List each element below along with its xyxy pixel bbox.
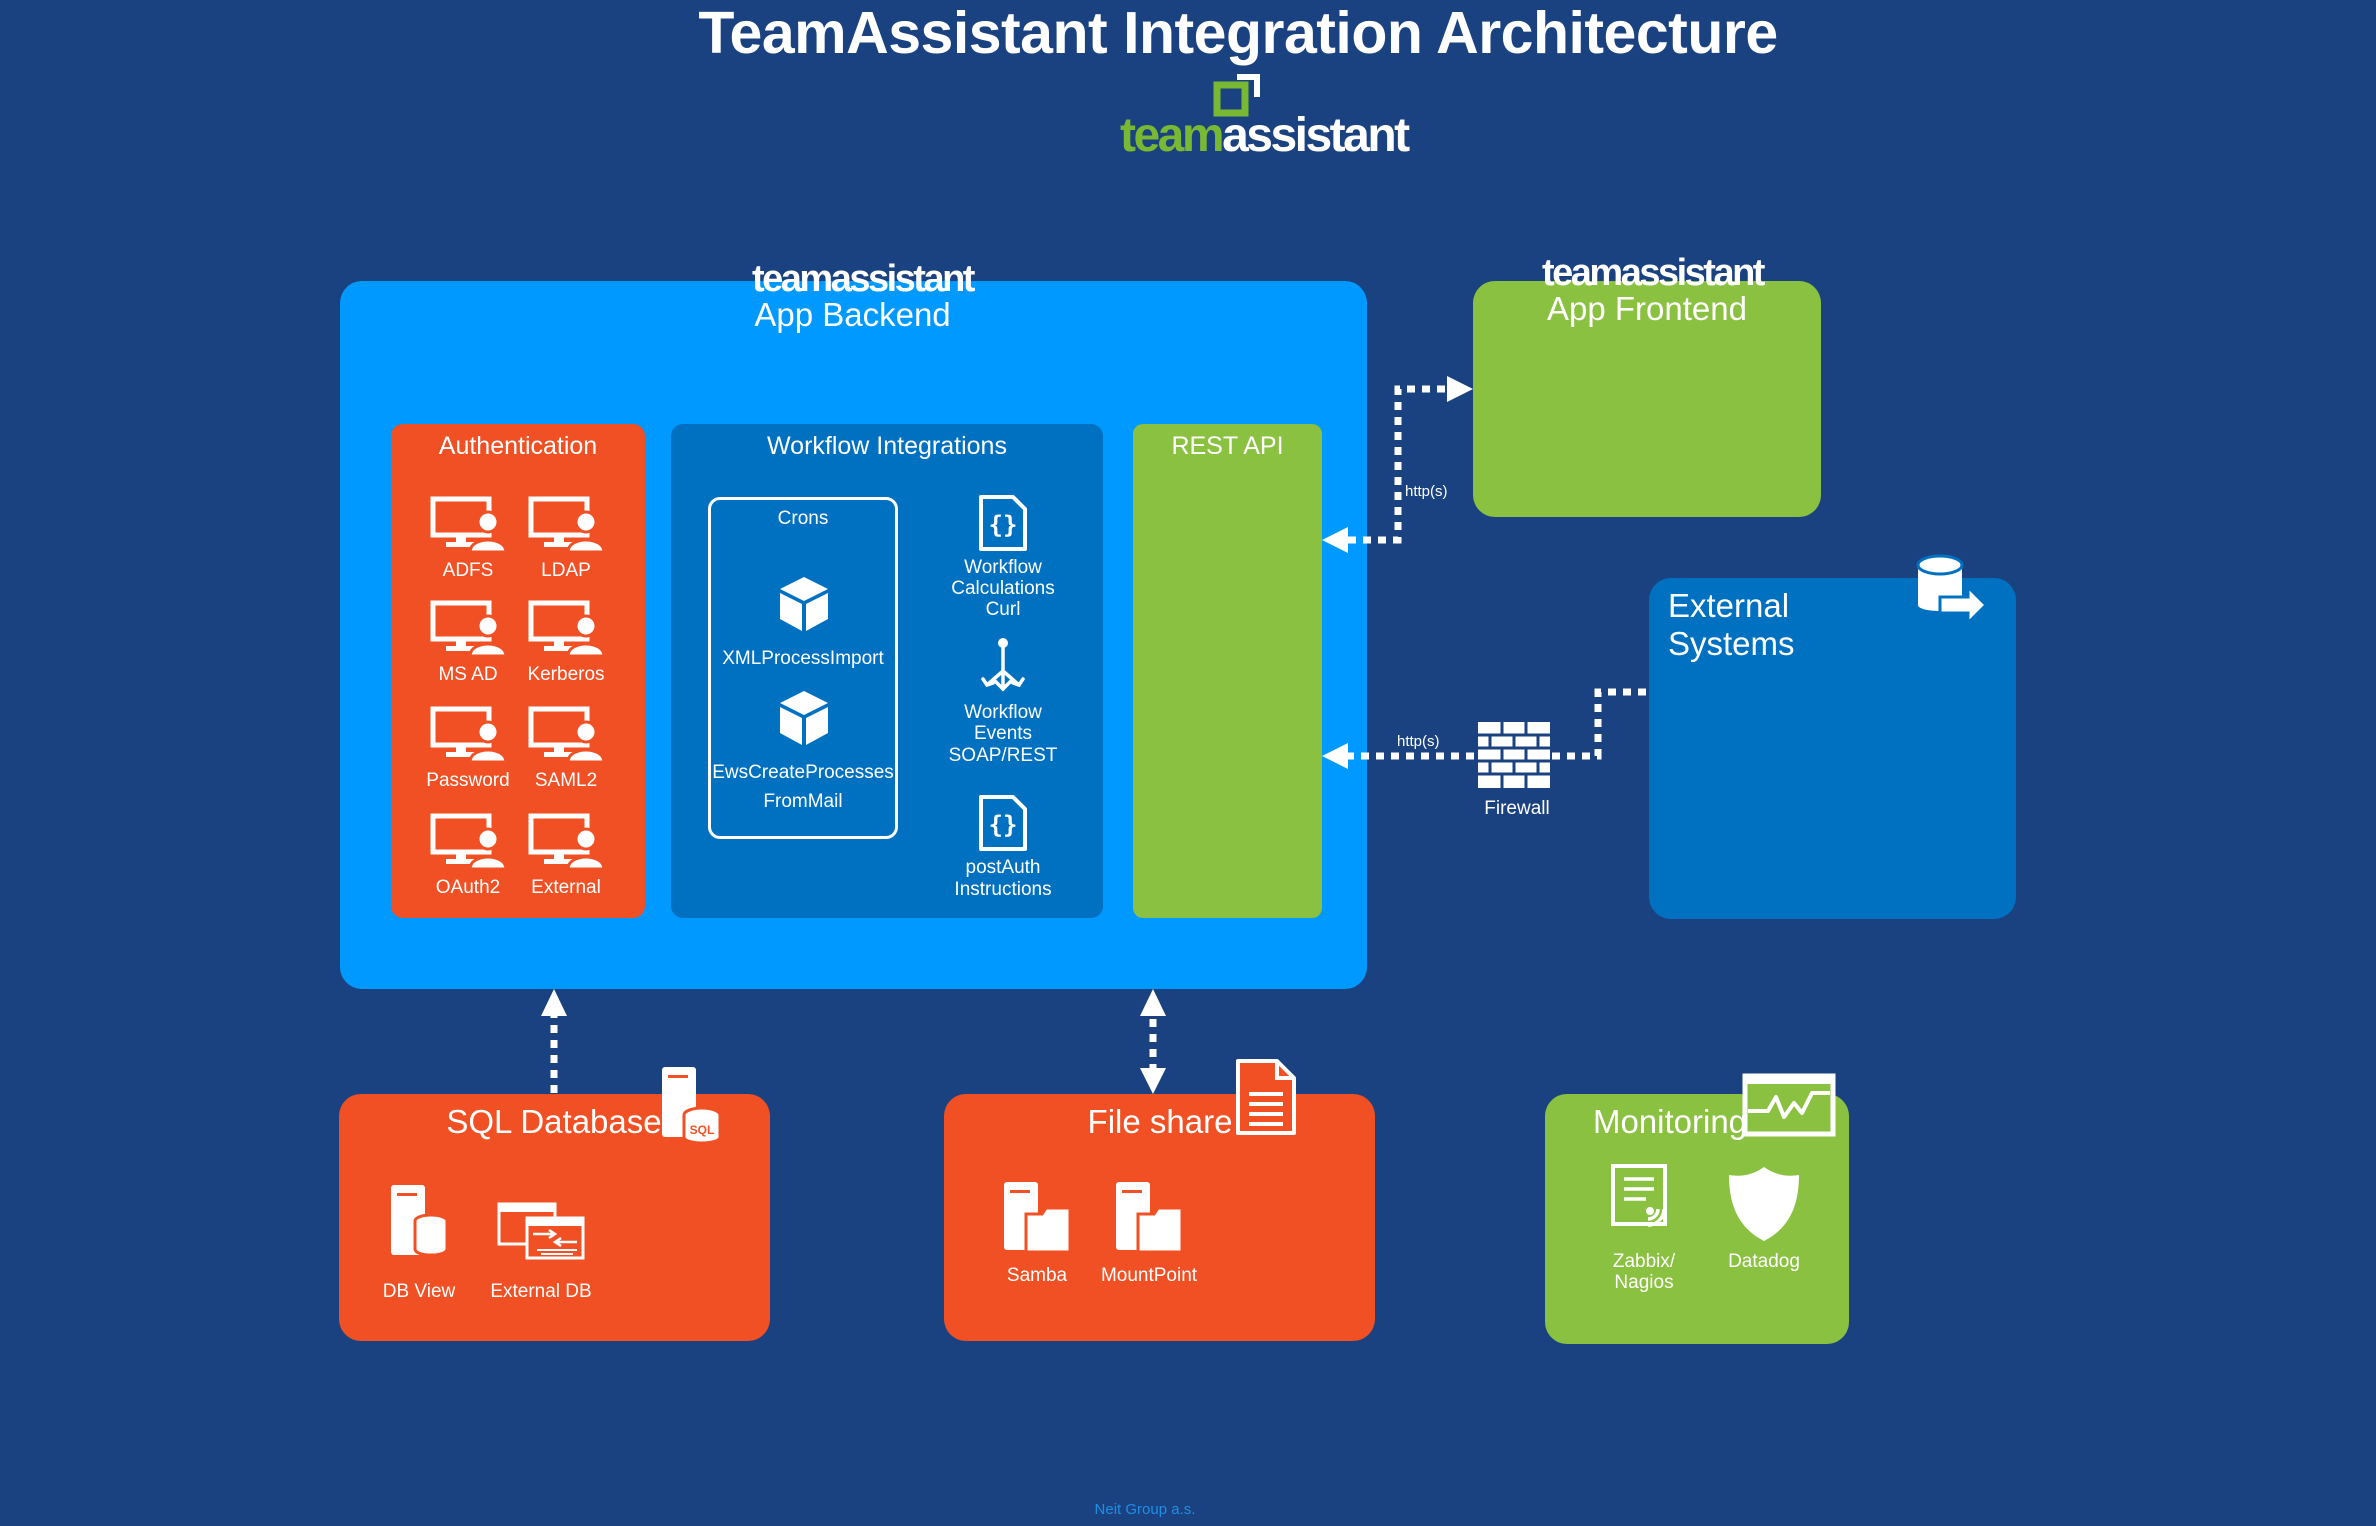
file-share-title: File share xyxy=(1087,1103,1233,1140)
workflow-calc-line1: Workflow xyxy=(964,557,1042,578)
auth-item-label: MS AD xyxy=(438,664,498,685)
auth-item-label: ADFS xyxy=(442,560,494,581)
app-frontend-title: App Frontend xyxy=(1547,290,1747,327)
sql-item-external-db: External DB xyxy=(490,1281,592,1302)
workflow-calc-line3: Curl xyxy=(985,599,1021,620)
package-icon xyxy=(780,691,828,745)
workflow-events-line2: Events xyxy=(973,723,1033,744)
sql-server-icon: SQL xyxy=(662,1067,722,1145)
fileshare-item-samba: Samba xyxy=(1006,1265,1068,1286)
postauth-line2: Instructions xyxy=(954,879,1052,900)
crons-title: Crons xyxy=(777,508,829,529)
app-frontend-box xyxy=(1473,281,1821,517)
zabbix-report-icon xyxy=(1611,1164,1667,1227)
code-file-icon: {} xyxy=(979,495,1027,551)
workflow-events-line1: Workflow xyxy=(964,702,1042,723)
document-icon xyxy=(1236,1059,1296,1135)
crons-box: Crons xyxy=(708,497,898,839)
postauth-line1: postAuth xyxy=(965,857,1041,878)
app-backend-title: App Backend xyxy=(754,296,951,333)
external-systems-title: External Systems xyxy=(1668,587,1795,662)
cron-frommail: FromMail xyxy=(763,791,843,812)
package-icon xyxy=(780,577,828,631)
database-export-icon xyxy=(1916,554,1989,627)
authentication-title: Authentication xyxy=(438,432,598,460)
code-file-icon: {} xyxy=(979,795,1027,851)
fileshare-item-mountpoint: MountPoint xyxy=(1100,1265,1198,1286)
teamassistant-logo-mark xyxy=(1213,74,1260,117)
sql-item-db-view: DB View xyxy=(382,1281,456,1302)
event-split-icon xyxy=(981,638,1025,692)
auth-item-label: Password xyxy=(426,770,510,791)
workflow-events-line3: SOAP/REST xyxy=(948,745,1058,766)
svg-text:{}: {} xyxy=(989,811,1018,839)
svg-text:SQL: SQL xyxy=(690,1123,715,1137)
user-monitor-icon xyxy=(430,706,508,764)
user-monitor-icon xyxy=(430,813,508,871)
workflow-integrations-title: Workflow Integrations xyxy=(767,432,1007,460)
svg-text:{}: {} xyxy=(989,511,1018,539)
auth-item-label: External xyxy=(531,877,601,898)
page-title: TeamAssistant Integration Architecture xyxy=(698,0,1778,66)
auth-item-label: LDAP xyxy=(541,560,591,581)
user-monitor-icon xyxy=(430,600,508,658)
rest-api-title: REST API xyxy=(1171,432,1284,460)
external-systems-box xyxy=(1649,578,2016,919)
external-db-icon xyxy=(497,1202,585,1260)
db-view-icon xyxy=(391,1185,449,1257)
user-monitor-icon xyxy=(528,813,606,871)
user-monitor-icon xyxy=(528,706,606,764)
backend-logo: teamassistant xyxy=(752,258,975,300)
teamassistant-logo: teamassistant xyxy=(1120,109,1410,162)
samba-folder-icon xyxy=(1004,1182,1072,1254)
workflow-calc-line2: Calculations xyxy=(951,578,1055,599)
monitoring-zabbix-line1: Zabbix/ xyxy=(1612,1251,1676,1272)
cron-xmlprocessimport: XMLProcessImport xyxy=(722,648,884,669)
user-monitor-icon xyxy=(528,600,606,658)
sql-database-title: SQL Database xyxy=(446,1103,662,1140)
http-label-frontend: http(s) xyxy=(1405,483,1448,500)
firewall-icon xyxy=(1478,722,1550,788)
cron-ewscreateprocesses: EwsCreateProcesses xyxy=(712,762,894,783)
http-label-external: http(s) xyxy=(1397,733,1440,750)
mountpoint-folder-icon xyxy=(1116,1182,1184,1254)
monitor-chart-icon xyxy=(1742,1073,1836,1137)
rest-api-panel: REST API xyxy=(1133,424,1322,918)
auth-item-label: Kerberos xyxy=(527,664,605,685)
user-monitor-icon xyxy=(430,496,508,554)
firewall-label: Firewall xyxy=(1484,798,1550,819)
auth-item-label: SAML2 xyxy=(534,770,598,791)
auth-item-label: OAuth2 xyxy=(435,877,501,898)
monitoring-datadog: Datadog xyxy=(1728,1251,1800,1272)
monitoring-zabbix-line2: Nagios xyxy=(1614,1272,1674,1293)
frontend-logo: teamassistant xyxy=(1542,252,1765,294)
footer-credit: Neit Group a.s. xyxy=(1094,1501,1196,1518)
datadog-shield-icon xyxy=(1729,1167,1799,1241)
monitoring-title: Monitoring xyxy=(1592,1103,1748,1140)
user-monitor-icon xyxy=(528,496,606,554)
